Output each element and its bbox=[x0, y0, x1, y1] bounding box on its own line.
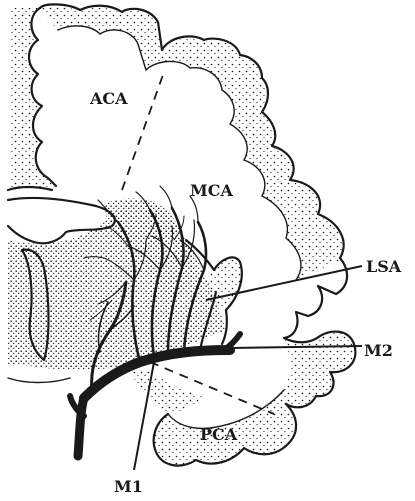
label-m1: M1 bbox=[114, 477, 143, 496]
internal-carotid-artery bbox=[78, 398, 84, 456]
label-pca: PCA bbox=[200, 425, 238, 444]
base-outline bbox=[8, 378, 70, 383]
label-m2: M2 bbox=[364, 341, 393, 360]
aca-mca-boundary-dashed bbox=[122, 72, 164, 190]
temporal-lower-stipple bbox=[130, 370, 204, 414]
medial-stipple bbox=[10, 8, 56, 190]
label-mca: MCA bbox=[190, 181, 233, 200]
label-aca: ACA bbox=[89, 89, 128, 108]
label-lsa: LSA bbox=[366, 257, 402, 276]
